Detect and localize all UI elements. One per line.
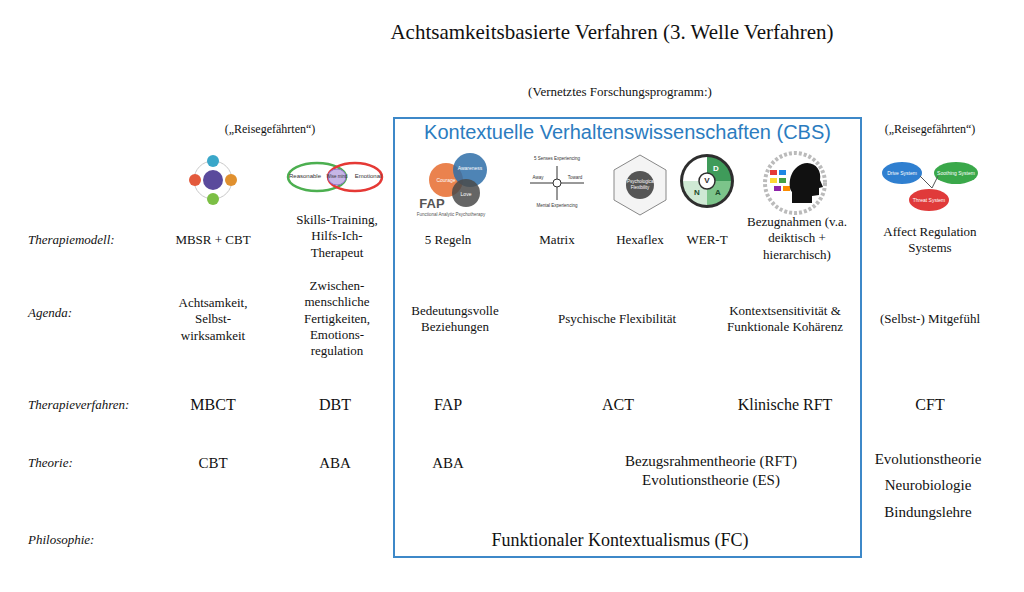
cycle-center: [203, 170, 223, 190]
icon-text: Soothing System: [937, 170, 975, 176]
method-cell: MBCT: [190, 395, 235, 415]
icon-text: D: [713, 164, 719, 174]
method-cell: CFT: [915, 395, 944, 415]
model-cell: Skills-Training, Hilfs-Ich-Therapeut: [289, 212, 385, 261]
icon-text: Awareness: [458, 165, 483, 171]
title: Achtsamkeitsbasierte Verfahren (3. Welle…: [390, 19, 833, 45]
agenda-cell: (Selbst-) Mitgefühl: [880, 311, 980, 327]
method-cell: FAP: [434, 395, 462, 415]
model-cell: Bezugnahmen (v.a. deiktisch + hierarchis…: [738, 214, 856, 263]
group-label: („Reisegefährten“): [885, 122, 976, 137]
head-silhouette: [790, 163, 823, 203]
cycle-dot: [207, 155, 219, 167]
matrix-center: [553, 179, 561, 187]
model-cell: 5 Regeln: [425, 232, 472, 248]
row-header: Philosophie:: [28, 532, 94, 548]
subtitle: (Vernetztes Forschungsprogramm:): [528, 84, 712, 100]
row-header: Therapieverfahren:: [28, 397, 129, 413]
icon-text: Threat System: [913, 197, 946, 203]
icon-text: Emotional: [355, 173, 382, 181]
icon-text: Functional Analytic Psychotherapy: [417, 212, 486, 218]
system-oval: [909, 189, 949, 211]
method-cell: Klinische RFT: [738, 395, 833, 415]
wert-ring: [680, 154, 734, 208]
icon-text: A: [715, 188, 721, 198]
cycle-icon: [189, 155, 237, 205]
system-link: [920, 176, 932, 188]
system-link: [932, 176, 938, 188]
hexaflex-icon: [614, 155, 666, 215]
theory-cell: Bezugsrahmentheorie (RFT) Evolutionstheo…: [606, 452, 816, 490]
cycle-dot: [225, 174, 237, 186]
model-cell: WER-T: [686, 232, 727, 248]
relating-icon: [765, 153, 825, 213]
icon-text: Reasonable: [289, 173, 321, 181]
theory-cell: CBT: [198, 454, 227, 473]
venn-icon: [288, 163, 382, 191]
affect-systems-icon: [882, 162, 978, 211]
block: [779, 178, 786, 183]
row-header: Agenda:: [28, 305, 72, 321]
agenda-cell: Kontextsensitivität & Funktionale Kohäre…: [720, 303, 850, 336]
theory-cell: Evolutionstheorie Neurobiologie Bindungs…: [865, 446, 991, 525]
agenda-cell: Psychische Flexibilität: [558, 311, 676, 327]
model-cell: Matrix: [539, 232, 574, 248]
model-cell: MBSR + CBT: [175, 232, 250, 248]
icon-text: Drive System: [887, 170, 917, 176]
agenda-cell: Bedeutungsvolle Beziehungen: [390, 303, 520, 336]
row-header: Theorie:: [28, 455, 73, 471]
group-label: („Reisegefährten“): [225, 122, 316, 137]
context-ring: [765, 153, 825, 213]
theory-cell: ABA: [432, 454, 464, 473]
cycle-dot: [207, 193, 219, 205]
block: [783, 186, 790, 191]
system-oval: [882, 162, 922, 184]
agenda-cell: Achtsamkeit, Selbst-wirksamkeit: [173, 295, 253, 344]
cycle-dot: [189, 174, 201, 186]
box-heading: Kontextuelle Verhaltenswissenschaften (C…: [395, 119, 860, 145]
block: [774, 186, 781, 191]
block: [770, 170, 777, 175]
method-cell: DBT: [319, 395, 351, 415]
hexaflex-center: [626, 171, 654, 199]
block: [770, 178, 777, 183]
system-oval: [934, 162, 978, 184]
icon-text: Wise mind: [325, 174, 349, 180]
fap-circle: [452, 179, 480, 207]
row-header: Therapiemodell:: [28, 232, 115, 248]
model-cell: Hexaflex: [616, 232, 664, 248]
wert-center: [699, 173, 715, 189]
theory-cell: ABA: [319, 454, 351, 473]
method-cell: ACT: [602, 395, 634, 415]
icon-text: Toward: [568, 175, 583, 181]
philosophy-cell: Funktionaler Kontextualismus (FC): [492, 529, 749, 552]
block: [779, 170, 786, 175]
icon-text: Psychological Flexibility: [627, 179, 653, 190]
hexagon: [614, 155, 666, 215]
icon-text: FAP: [419, 196, 444, 212]
matrix-icon: [530, 166, 584, 200]
icon-text: Love: [461, 191, 472, 197]
icon-text: N: [694, 188, 700, 198]
wert-icon: [680, 154, 734, 208]
icon-text: V: [704, 176, 709, 186]
icon-text: Away: [533, 175, 544, 181]
icon-text: Courage: [436, 177, 455, 183]
model-cell: Affect Regulation Systems: [874, 224, 986, 257]
agenda-cell: Zwischen-menschliche Fertigkeiten, Emoti…: [294, 278, 380, 359]
icon-text: 5 Senses Experiencing: [534, 156, 580, 162]
icon-text: Mental Experiencing: [537, 203, 578, 209]
